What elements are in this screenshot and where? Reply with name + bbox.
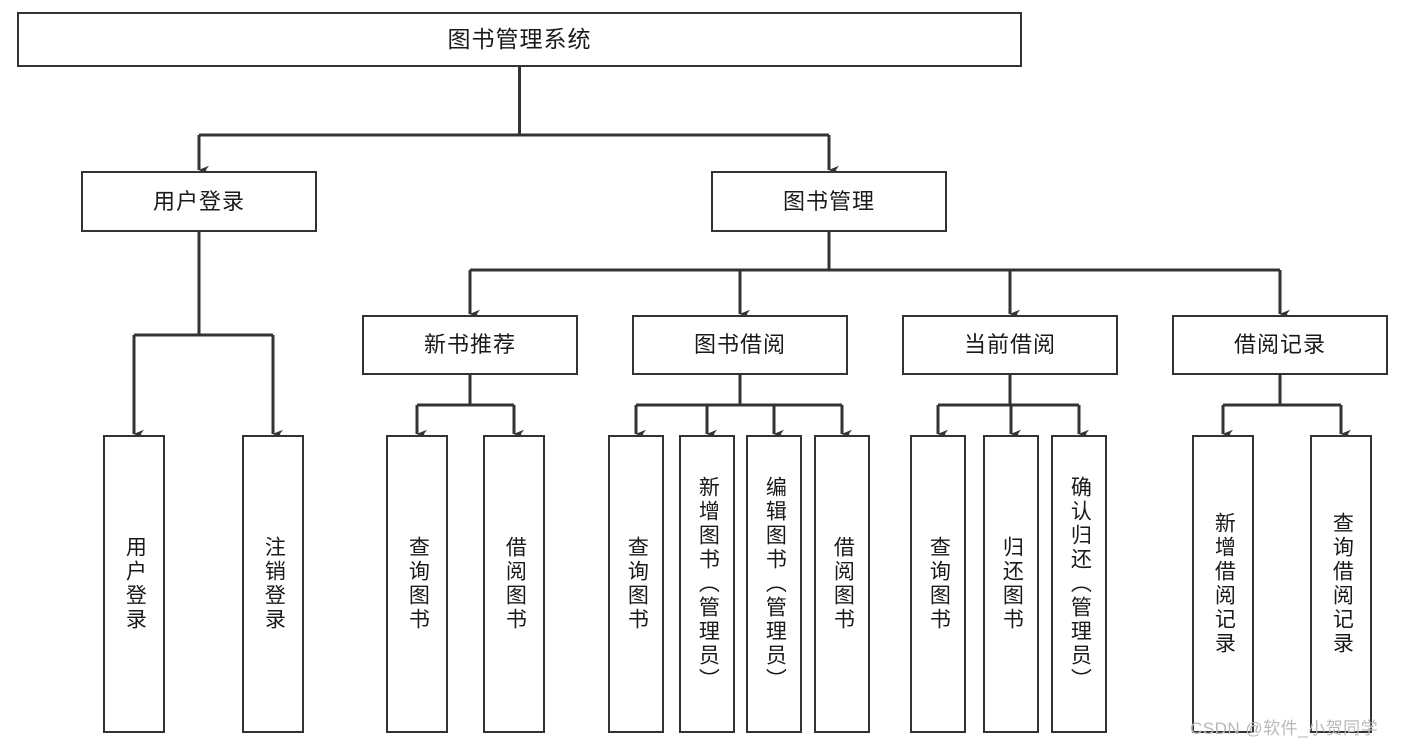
node-label-book-manage: 图书管理 bbox=[782, 188, 875, 214]
node-leaf-user-login[interactable]: 用户登录 bbox=[103, 435, 165, 733]
node-leaf-borrow-book-a[interactable]: 借阅图书 bbox=[483, 435, 545, 733]
node-leaf-edit-book[interactable]: 编辑图书（管理员） bbox=[746, 435, 802, 733]
node-label-current-borrow: 当前借阅 bbox=[963, 332, 1056, 358]
node-label-leaf-add-record: 新增借阅记录 bbox=[1212, 512, 1236, 656]
node-leaf-add-book[interactable]: 新增图书（管理员） bbox=[679, 435, 735, 733]
node-label-book-borrow: 图书借阅 bbox=[693, 332, 786, 358]
node-label-leaf-add-book: 新增图书（管理员） bbox=[696, 476, 720, 692]
node-label-borrow-record: 借阅记录 bbox=[1233, 332, 1326, 358]
node-user-login[interactable]: 用户登录 bbox=[81, 171, 317, 232]
node-current-borrow[interactable]: 当前借阅 bbox=[902, 315, 1118, 375]
node-label-leaf-return-book: 归还图书 bbox=[1000, 536, 1024, 632]
node-borrow-record[interactable]: 借阅记录 bbox=[1172, 315, 1388, 375]
node-label-new-book-recommend: 新书推荐 bbox=[423, 332, 516, 358]
node-root[interactable]: 图书管理系统 bbox=[17, 12, 1022, 67]
node-leaf-borrow-book-b[interactable]: 借阅图书 bbox=[814, 435, 870, 733]
node-book-borrow[interactable]: 图书借阅 bbox=[632, 315, 848, 375]
node-label-leaf-edit-book: 编辑图书（管理员） bbox=[763, 476, 787, 692]
node-book-manage[interactable]: 图书管理 bbox=[711, 171, 947, 232]
node-leaf-query-book-a[interactable]: 查询图书 bbox=[386, 435, 448, 733]
node-label-leaf-borrow-book-a: 借阅图书 bbox=[503, 536, 527, 632]
node-leaf-query-book-c[interactable]: 查询图书 bbox=[910, 435, 966, 733]
node-leaf-confirm-return[interactable]: 确认归还（管理员） bbox=[1051, 435, 1107, 733]
node-label-leaf-query-record: 查询借阅记录 bbox=[1330, 512, 1354, 656]
node-leaf-add-record[interactable]: 新增借阅记录 bbox=[1192, 435, 1254, 733]
csdn-watermark: CSDN @软件_小贺同学 bbox=[1190, 719, 1379, 738]
node-label-leaf-logout-login: 注销登录 bbox=[262, 536, 286, 632]
node-leaf-logout-login[interactable]: 注销登录 bbox=[242, 435, 304, 733]
node-label-leaf-query-book-b: 查询图书 bbox=[625, 536, 649, 632]
node-label-leaf-user-login: 用户登录 bbox=[123, 536, 147, 632]
node-leaf-query-book-b[interactable]: 查询图书 bbox=[608, 435, 664, 733]
node-label-root: 图书管理系统 bbox=[447, 25, 592, 52]
node-label-leaf-query-book-c: 查询图书 bbox=[927, 536, 951, 632]
node-label-user-login: 用户登录 bbox=[152, 188, 245, 214]
node-label-leaf-confirm-return: 确认归还（管理员） bbox=[1068, 476, 1092, 692]
node-label-leaf-borrow-book-b: 借阅图书 bbox=[831, 536, 855, 632]
node-label-leaf-query-book-a: 查询图书 bbox=[406, 536, 430, 632]
node-leaf-query-record[interactable]: 查询借阅记录 bbox=[1310, 435, 1372, 733]
node-leaf-return-book[interactable]: 归还图书 bbox=[983, 435, 1039, 733]
node-new-book-recommend[interactable]: 新书推荐 bbox=[362, 315, 578, 375]
